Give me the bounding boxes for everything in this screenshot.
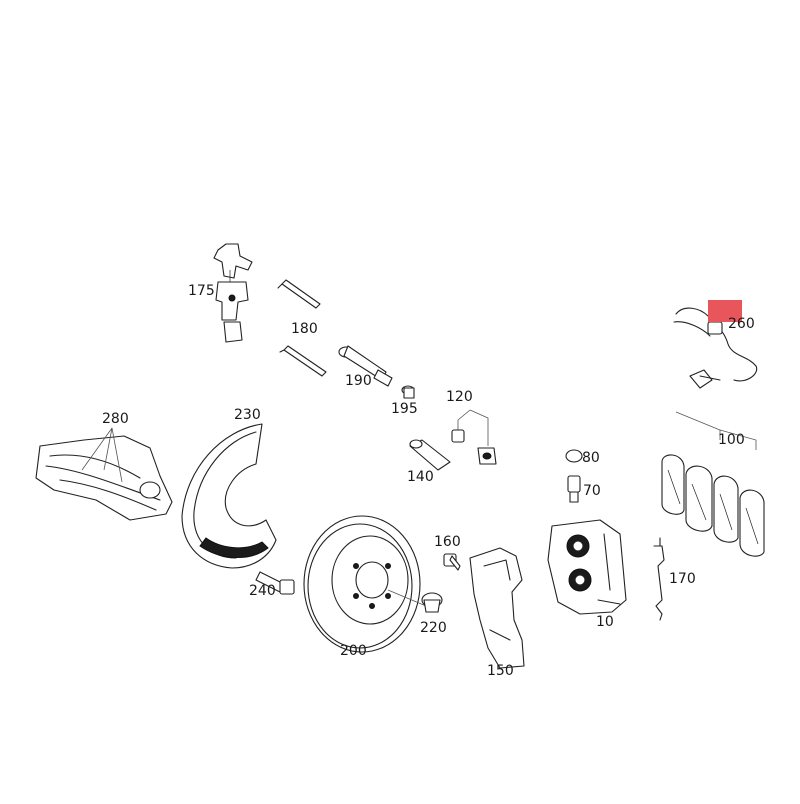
label-120: 120	[446, 389, 473, 405]
label-10: 10	[596, 614, 614, 630]
label-260: 260	[728, 316, 755, 332]
part-10-brake-caliper[interactable]	[547, 519, 627, 615]
label-160: 160	[434, 534, 461, 550]
label-230: 230	[234, 407, 261, 423]
part-240-bolt[interactable]	[255, 571, 295, 595]
label-80: 80	[582, 450, 600, 466]
label-180: 180	[291, 321, 318, 337]
label-170: 170	[669, 571, 696, 587]
label-190: 190	[345, 373, 372, 389]
part-80-cap[interactable]	[565, 449, 583, 463]
part-180-pins[interactable]	[277, 279, 327, 377]
part-190-guide-bolt[interactable]	[338, 345, 393, 387]
part-220-screw[interactable]	[421, 592, 443, 613]
label-240: 240	[249, 583, 276, 599]
part-200-brake-disc[interactable]	[303, 515, 427, 653]
part-175-clip[interactable]	[213, 243, 253, 343]
part-280-cover[interactable]	[35, 427, 173, 521]
label-195: 195	[391, 401, 418, 417]
part-70-bleeder-valve[interactable]	[567, 475, 581, 503]
part-230-splash-shield[interactable]	[181, 423, 277, 569]
part-170-spring[interactable]	[653, 537, 665, 621]
label-280: 280	[102, 411, 129, 427]
part-260-wear-sensor[interactable]	[673, 307, 758, 389]
part-100-brake-pads[interactable]	[661, 411, 765, 557]
part-160-bolt[interactable]	[443, 553, 461, 571]
label-100: 100	[718, 432, 745, 448]
label-175: 175	[188, 283, 215, 299]
label-200: 200	[340, 643, 367, 659]
part-195-small-bolt[interactable]	[401, 385, 415, 399]
part-140-sleeve[interactable]	[409, 439, 451, 471]
label-70: 70	[583, 483, 601, 499]
label-140: 140	[407, 469, 434, 485]
part-120-bushings[interactable]	[451, 409, 497, 465]
highlight-marker	[708, 300, 742, 322]
label-150: 150	[487, 663, 514, 679]
label-220: 220	[420, 620, 447, 636]
part-150-caliper-bracket[interactable]	[469, 547, 525, 669]
